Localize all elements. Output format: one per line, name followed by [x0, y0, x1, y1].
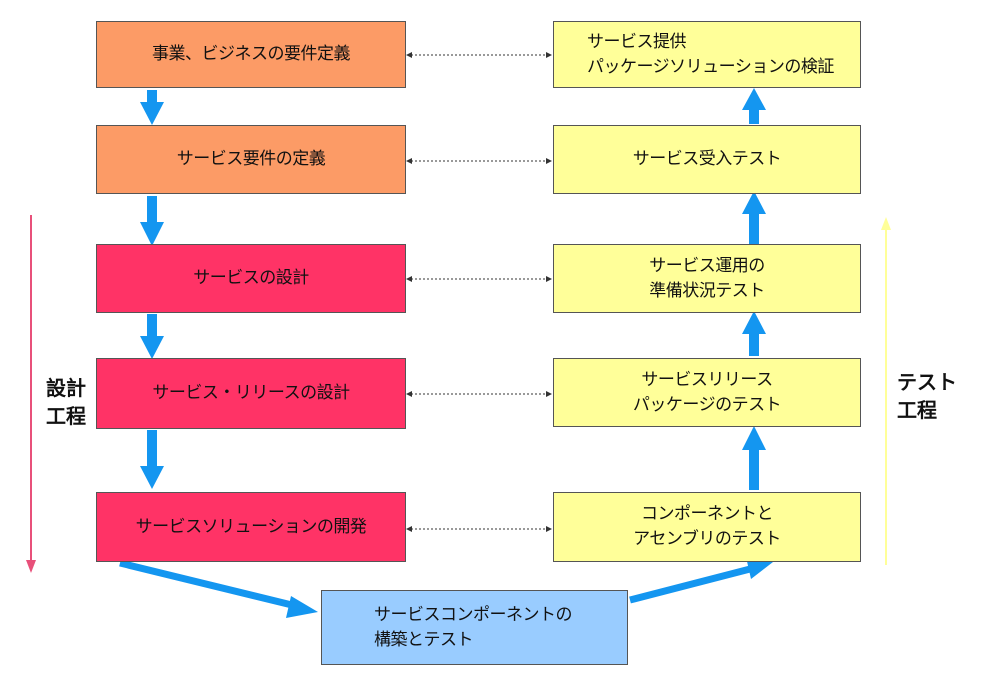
design-phase-label: 設計 工程: [46, 374, 86, 430]
diagonal-arrow-up-line: [629, 564, 755, 604]
up-arrow-3: [742, 311, 766, 356]
component-build-test-box: サービスコンポーネントの 構築とテスト: [321, 590, 628, 665]
service-package-verification-box: サービス提供 パッケージソリューションの検証: [553, 21, 861, 88]
box-text: サービス・リリースの設計: [152, 383, 350, 403]
service-solution-development-box: サービスソリューションの開発: [96, 492, 406, 562]
down-arrow-3: [140, 314, 164, 359]
up-arrow-1: [742, 88, 766, 124]
box-text-line-1: コンポーネントと: [641, 504, 774, 524]
box-text: サービス受入テスト: [632, 149, 782, 169]
box-text-line-1: サービス提供: [587, 31, 687, 52]
down-arrow-2: [140, 196, 164, 246]
diagonal-arrow-up-head: [746, 557, 773, 579]
box-text: サービスの設計: [193, 268, 309, 288]
label-line-2: 工程: [897, 398, 937, 422]
service-acceptance-test-box: サービス受入テスト: [553, 125, 861, 194]
operational-readiness-test-box: サービス運用の 準備状況テスト: [553, 244, 861, 313]
down-arrow-4: [140, 430, 164, 489]
release-package-test-box: サービスリリース パッケージのテスト: [553, 358, 861, 427]
diagonal-arrow-down-line: [119, 559, 297, 610]
label-line-2: 工程: [46, 404, 86, 428]
box-text-line-1: サービスリリース: [641, 369, 773, 390]
box-text-line-2: パッケージソリューションの検証: [587, 56, 834, 77]
box-text-line-2: アセンブリのテスト: [633, 529, 781, 549]
test-phase-arrow-head: [881, 217, 891, 230]
down-arrow-1: [140, 90, 164, 125]
box-text-line-2: パッケージのテスト: [632, 394, 782, 415]
box-text-line-2: 構築とテスト: [374, 629, 474, 650]
box-text: サービスソリューションの開発: [135, 516, 367, 537]
box-text: サービス要件の定義: [176, 149, 326, 169]
service-design-box: サービスの設計: [96, 244, 406, 313]
up-arrow-2: [742, 191, 766, 245]
component-assembly-test-box: コンポーネントと アセンブリのテスト: [553, 492, 861, 562]
label-line-1: 設計: [46, 376, 86, 400]
service-release-design-box: サービス・リリースの設計: [96, 358, 406, 429]
box-text: 事業、ビジネスの要件定義: [152, 44, 351, 64]
label-line-1: テスト: [897, 370, 957, 394]
test-phase-label: テスト 工程: [897, 368, 957, 424]
service-requirements-box: サービス要件の定義: [96, 125, 406, 194]
box-text-line-1: サービス運用の: [649, 255, 765, 276]
up-arrow-4: [742, 426, 766, 490]
business-requirements-box: 事業、ビジネスの要件定義: [96, 21, 406, 88]
box-text-line-1: サービスコンポーネントの: [374, 604, 573, 625]
diagonal-arrow-down-head: [286, 596, 318, 618]
design-phase-arrow-head: [26, 560, 36, 573]
box-text-line-2: 準備状況テスト: [649, 280, 765, 301]
